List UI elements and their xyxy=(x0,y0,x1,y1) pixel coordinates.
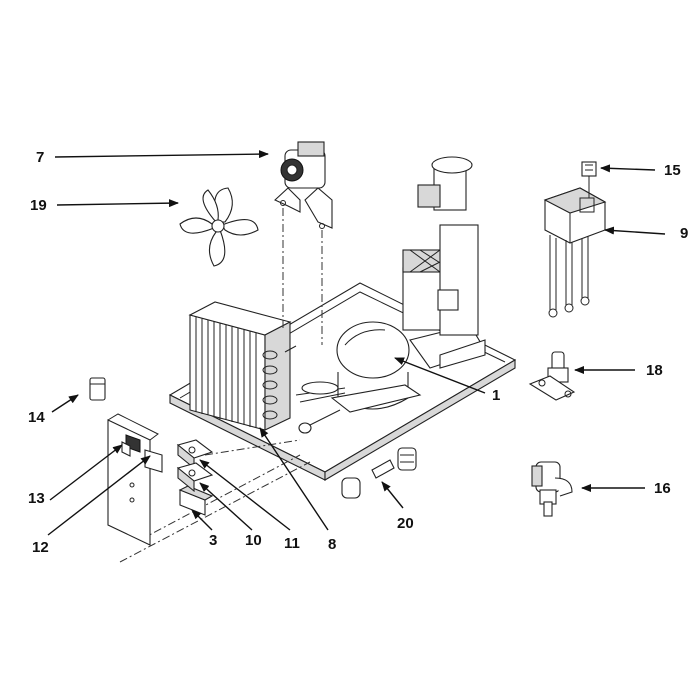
callout-18: 18 xyxy=(646,362,663,379)
callout-14: 14 xyxy=(28,409,45,426)
contactors xyxy=(176,439,214,493)
callout-labels: 7 19 15 9 18 16 1 20 8 11 10 3 13 12 14 xyxy=(28,149,688,556)
callout-9: 9 xyxy=(680,225,688,242)
fittings xyxy=(341,447,417,499)
valve-18 xyxy=(528,351,576,401)
callout-8: 8 xyxy=(328,536,336,553)
callout-11: 11 xyxy=(284,535,300,552)
callout-3: 3 xyxy=(209,532,217,549)
callout-10: 10 xyxy=(245,532,262,549)
callout-15: 15 xyxy=(664,162,681,179)
solenoid-valve xyxy=(531,461,573,517)
callout-12: 12 xyxy=(32,539,49,556)
pump-motor xyxy=(402,156,486,369)
condenser xyxy=(188,301,297,431)
fan-blade xyxy=(179,187,259,267)
alignment-lines xyxy=(119,208,323,563)
callout-16: 16 xyxy=(654,480,671,497)
callout-13: 13 xyxy=(28,490,45,507)
callout-7: 7 xyxy=(36,149,44,166)
compressor xyxy=(295,321,422,434)
callout-1: 1 xyxy=(492,387,500,404)
callout-20: 20 xyxy=(397,515,414,532)
controller xyxy=(543,187,607,318)
leader-lines xyxy=(47,150,666,536)
part-14 xyxy=(89,377,106,401)
part-15 xyxy=(581,161,597,198)
callout-19: 19 xyxy=(30,197,47,214)
fan-motor xyxy=(274,141,333,229)
